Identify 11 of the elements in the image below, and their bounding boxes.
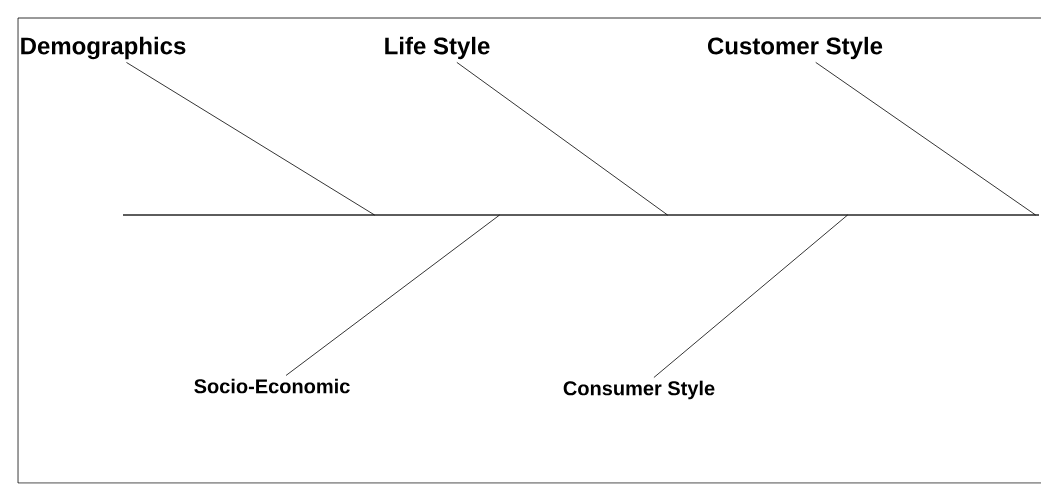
bone-label: Demographics (21, 36, 186, 60)
fish-bone (815, 62, 1036, 216)
fish-bone (456, 62, 668, 216)
fish-bone (653, 214, 848, 378)
spine-line (122, 214, 1040, 216)
fish-bone (285, 214, 500, 376)
bone-label: Life Style (385, 36, 490, 60)
bone-label: Socio-Economic (194, 378, 350, 394)
fish-bone (126, 62, 375, 216)
bone-label: Consumer Style (563, 380, 715, 400)
bone-label: Customer Style (707, 36, 883, 60)
